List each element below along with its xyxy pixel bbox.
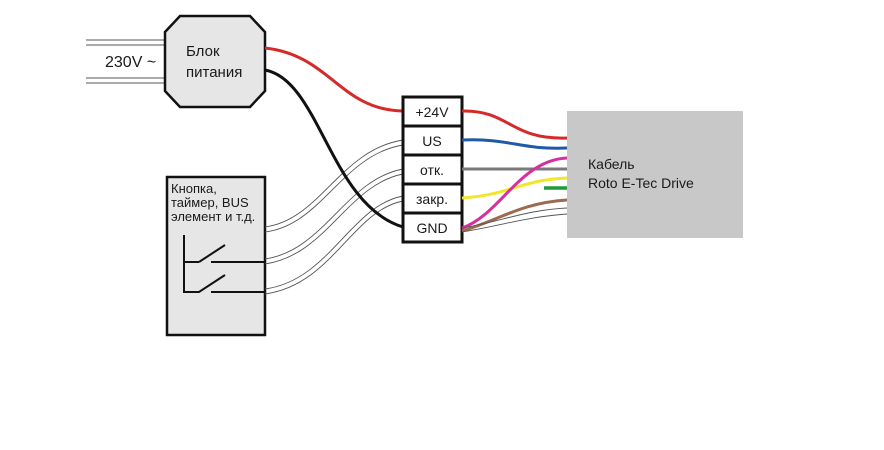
thin-wire-cable-1 — [461, 207, 568, 229]
cable-body — [567, 111, 743, 238]
terminal-label-close: закр. — [416, 191, 448, 207]
red-wire-cable — [461, 109, 568, 140]
blue-wire-cable — [461, 138, 568, 150]
terminal-block — [401, 95, 464, 244]
black-wire-psu — [264, 68, 404, 229]
magenta-wire-cable — [461, 156, 568, 230]
yellow-wire-cable — [461, 176, 568, 200]
mains-plug — [86, 39, 170, 84]
power-supply-box — [163, 14, 267, 109]
cable-label-line1: Кабель — [588, 156, 635, 172]
terminal-label-gnd: GND — [416, 220, 447, 236]
terminal-label-24v: +24V — [415, 104, 449, 120]
thin-wire-cable-2 — [461, 213, 568, 233]
brown-wire-cable — [461, 198, 568, 233]
red-wire-psu — [264, 46, 404, 113]
switch-box-label-line1: Кнопка, — [171, 181, 217, 196]
control-wires — [264, 139, 404, 295]
power-supply-label-line1: Блок — [186, 43, 220, 60]
mains-label: 230V ~ — [105, 54, 156, 71]
switch-contacts-symbol — [183, 235, 265, 293]
cable-label-line2: Roto E-Tec Drive — [588, 175, 694, 191]
power-supply-label-line2: питания — [186, 64, 242, 81]
switch-box-label-line3: элемент и т.д. — [171, 209, 255, 224]
switch-box-label-line2: таймер, BUS — [171, 195, 249, 210]
terminal-label-open: отк. — [420, 162, 444, 178]
terminal-label-us: US — [422, 133, 441, 149]
